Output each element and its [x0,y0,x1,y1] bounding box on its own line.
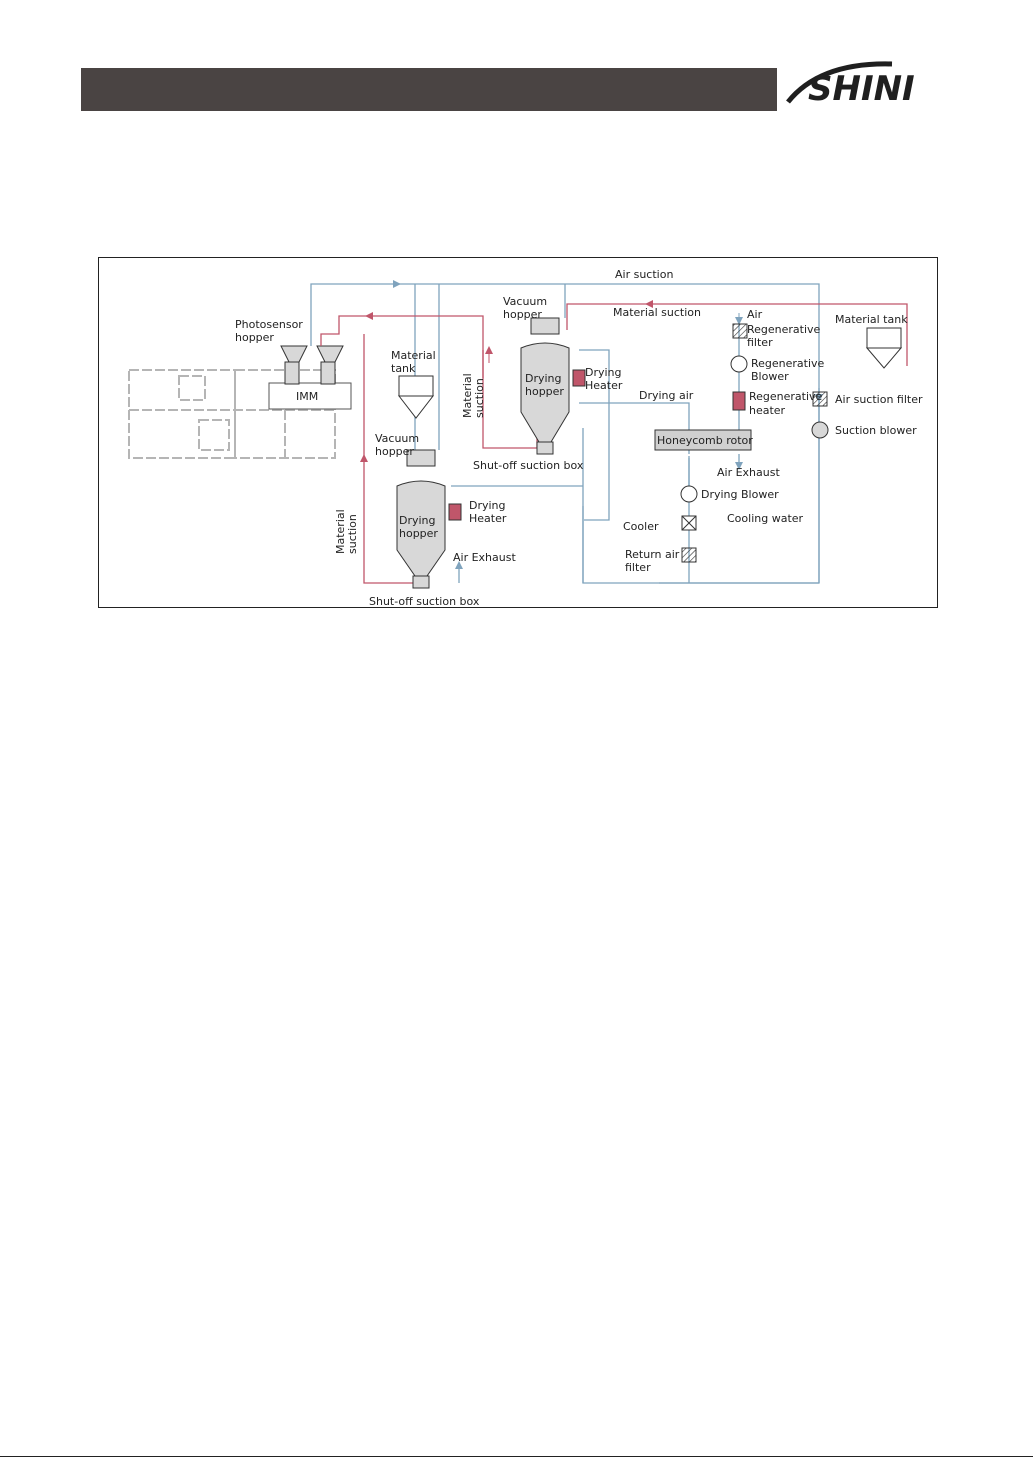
drying-heater-top-label-1: Drying [585,366,622,379]
material-lines [320,303,908,584]
air-suction-filter-icon [812,391,828,407]
material-suction-left-label-1: Material [334,509,347,554]
air-regen-filter-label-2: Regenerative [747,323,821,336]
suction-blower-icon [811,421,829,439]
photosensor-hopper-label-1: Photosensor [235,318,303,331]
drying-blower-label: Drying Blower [701,488,779,501]
material-suction-left-label-2: suction [346,514,359,554]
drying-blower-icon [680,485,698,503]
drying-hopper-top-label-2: hopper [525,385,564,398]
drying-air-label: Drying air [639,389,694,402]
material-tank-mid-label-1: Material [391,349,436,362]
drying-hopper-bottom-icon [396,449,446,589]
return-air-filter-icon [681,547,697,563]
cooler-label: Cooler [623,520,659,533]
material-tank-right-label: Material tank [835,313,908,326]
process-flow-svg: IMM [128,268,923,608]
air-regenerative-filter-icon [732,323,748,339]
air-exhaust-right-label: Air Exhaust [717,466,780,479]
drying-heater-bottom-label-2: Heater [469,512,507,525]
air-regen-filter-label-3: filter [747,336,773,349]
drying-hopper-top-label-1: Drying [525,372,562,385]
material-tank-mid-label-2: tank [391,362,416,375]
return-air-filter-label-1: Return air [625,548,680,561]
photosensor-hopper-label-2: hopper [235,331,274,344]
air-suction-filter-label: Air suction filter [835,393,923,406]
imm-label: IMM [296,390,318,403]
return-air-filter-label-2: filter [625,561,651,574]
material-tank-right-icon [865,327,903,369]
honeycomb-rotor-label: Honeycomb rotor [657,434,753,447]
material-suction-mid-label-1: Material [461,373,474,418]
suction-blower-label: Suction blower [835,424,917,437]
vacuum-hopper-top-label-2: hopper [503,308,542,321]
header-bar [81,68,777,111]
cooling-water-label: Cooling water [727,512,804,525]
honeycomb-rotor-box [654,429,752,451]
drying-heater-top-label-2: Heater [585,379,623,392]
drying-heater-top-icon [572,369,586,387]
cooler-icon [681,515,697,531]
drying-hopper-bottom-label-2: hopper [399,527,438,540]
vacuum-hopper-top-label-1: Vacuum [503,295,547,308]
regenerative-blower-icon [730,355,748,373]
material-tank-mid-icon [397,375,435,419]
regenerative-heater-label-2: heater [749,404,786,417]
shutoff-suction-box-bottom-label: Shut-off suction box [369,595,480,608]
process-flow-diagram: IMM [98,257,938,608]
logo-text: SHINI [808,69,915,109]
drying-heater-bottom-label-1: Drying [469,499,506,512]
drying-heater-bottom-icon [448,503,462,521]
logo-swoosh [786,61,893,104]
regenerative-heater-icon [732,391,746,411]
regenerative-blower-label-1: Regenerative [751,357,825,370]
footer-rule [0,1456,1033,1457]
shini-logo: SHINI [780,56,950,114]
material-suction-mid-label-2: suction [473,378,486,418]
air-suction-label: Air suction [615,268,673,281]
photosensor-hopper-icon [280,345,344,385]
shutoff-suction-box-top-label: Shut-off suction box [473,459,584,472]
drying-hopper-bottom-label-1: Drying [399,514,436,527]
regenerative-blower-label-2: Blower [751,370,789,383]
air-regen-filter-label-1: Air [747,308,763,321]
material-suction-top-label: Material suction [613,306,701,319]
imm-machine [128,369,336,459]
air-exhaust-bottom-label: Air Exhaust [453,551,516,564]
regenerative-heater-label-1: Regenerative [749,390,823,403]
imm-block [268,382,352,410]
vacuum-hopper-bottom-label-1: Vacuum [375,432,419,445]
vacuum-hopper-bottom-label-2: hopper [375,445,414,458]
drying-hopper-top-icon [520,317,570,455]
